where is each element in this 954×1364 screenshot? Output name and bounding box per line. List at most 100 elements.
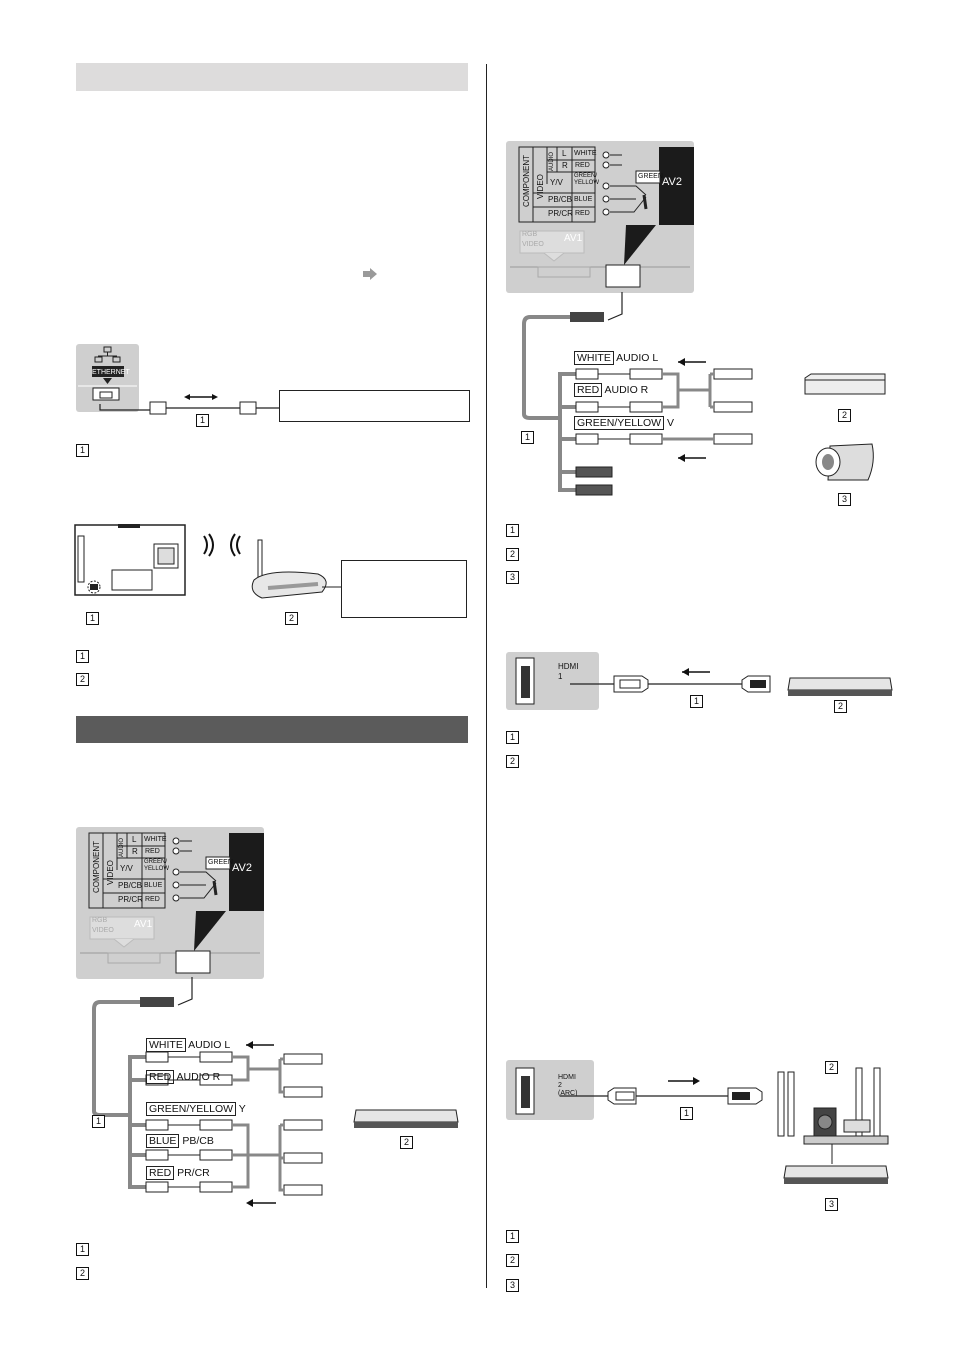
video-small-label-r: VIDEO bbox=[522, 241, 544, 248]
tag-white-audio-l-left: WHITE AUDIO L bbox=[146, 1038, 231, 1052]
red-box: RED bbox=[146, 1070, 175, 1084]
green-label: GREEN bbox=[208, 859, 233, 866]
red-box-r: RED bbox=[574, 383, 603, 397]
row-yv-r: Y/V bbox=[550, 178, 563, 187]
video-label-r: VIDEO bbox=[536, 174, 545, 199]
dvd-recorder-left bbox=[353, 1109, 459, 1128]
router-destination-box bbox=[341, 560, 467, 618]
hdmi1-cable-number: 1 bbox=[690, 695, 703, 708]
white-box: WHITE bbox=[146, 1038, 186, 1052]
av1-label: AV1 bbox=[134, 919, 153, 930]
color-red: RED bbox=[145, 848, 160, 855]
row-pr: PR/CR bbox=[118, 895, 143, 904]
tag-green-yellow-y: GREEN/YELLOW Y bbox=[146, 1102, 246, 1116]
wifi-tv-number: 1 bbox=[86, 612, 99, 625]
section-header-network bbox=[76, 63, 468, 91]
lan-port-panel: ETHERNET bbox=[76, 344, 139, 412]
color-red-r: RED bbox=[575, 162, 590, 169]
arrow-right-icon bbox=[363, 268, 377, 280]
row-r: R bbox=[132, 847, 138, 856]
pb-label: PB/CB bbox=[179, 1135, 214, 1147]
av-left-legend-1: 1 bbox=[76, 1243, 89, 1256]
set-top-box bbox=[804, 373, 886, 395]
audio-l: AUDIO L bbox=[185, 1039, 231, 1051]
hdmi2-label: HDMI 2 (ARC) bbox=[558, 1074, 578, 1097]
wifi-legend-1: 1 bbox=[76, 650, 89, 663]
row-yv: Y/V bbox=[120, 864, 133, 873]
av-cable-right bbox=[522, 292, 753, 496]
tag-red-pr: RED PR/CR bbox=[146, 1166, 210, 1180]
video-label: VIDEO bbox=[106, 860, 115, 885]
hdmi2-legend-3: 3 bbox=[506, 1279, 519, 1292]
av-cable-left bbox=[92, 977, 323, 1207]
wifi-router-number: 2 bbox=[285, 612, 298, 625]
av-left-device-number: 2 bbox=[400, 1136, 413, 1149]
av-right-dev3-number: 3 bbox=[838, 493, 851, 506]
color-red-2: RED bbox=[145, 896, 160, 903]
row-pb-r: PB/CB bbox=[548, 195, 573, 204]
hdmi1-cable bbox=[570, 668, 771, 693]
av-right-legend-2: 2 bbox=[506, 548, 519, 561]
hdmi2-theater-number: 2 bbox=[825, 1061, 838, 1074]
section-header-av bbox=[76, 716, 468, 743]
wifi-legend-2: 2 bbox=[76, 673, 89, 686]
av-right-legend-3: 3 bbox=[506, 571, 519, 584]
audio-label: AUDIO bbox=[119, 837, 125, 857]
color-white-r: WHITE bbox=[574, 150, 597, 157]
bd-recorder-1 bbox=[787, 677, 893, 696]
pr-label: PR/CR bbox=[174, 1167, 210, 1179]
row-r-r: R bbox=[562, 161, 568, 170]
audio-r: AUDIO R bbox=[174, 1071, 221, 1083]
rgb-label-r: RGB bbox=[522, 231, 538, 238]
color-green-yellow: GREEN/ YELLOW bbox=[144, 859, 170, 872]
av-right-cable-number: 1 bbox=[521, 431, 534, 444]
tag-red-audio-r-left: RED AUDIO R bbox=[146, 1070, 221, 1084]
av2-label: AV2 bbox=[232, 862, 252, 874]
white-box-r: WHITE bbox=[574, 351, 614, 365]
tv-rear-view bbox=[74, 524, 186, 596]
tag-green-yellow-v: GREEN/YELLOW V bbox=[574, 416, 674, 430]
av-terminal-panel-right: COMPONENT VIDEO AUDIO L R Y/V PB/CB PR/C… bbox=[506, 141, 694, 293]
av2-label-r: AV2 bbox=[662, 176, 682, 188]
rgb-label: RGB bbox=[92, 917, 108, 924]
av-right-dev2-number: 2 bbox=[838, 409, 851, 422]
row-pr-r: PR/CR bbox=[548, 209, 573, 218]
tag-white-audio-l-right: WHITE AUDIO L bbox=[574, 351, 659, 365]
hdmi1-label: HDMI 1 bbox=[558, 662, 579, 681]
wireless-router bbox=[251, 539, 342, 599]
wireless-signal-icon bbox=[203, 533, 241, 557]
hdmi1-legend-1: 1 bbox=[506, 731, 519, 744]
row-l-r: L bbox=[562, 149, 567, 158]
hdmi2-legend-2: 2 bbox=[506, 1254, 519, 1267]
audio-label-r: AUDIO bbox=[549, 151, 555, 171]
hdmi2-port-panel: HDMI 2 (ARC) bbox=[506, 1060, 594, 1120]
component-label: COMPONENT bbox=[92, 841, 101, 893]
ethernet-label: ETHERNET bbox=[92, 369, 130, 376]
bd-player-3 bbox=[783, 1165, 889, 1184]
component-label-r: COMPONENT bbox=[522, 155, 531, 207]
red-box-2: RED bbox=[146, 1166, 175, 1180]
camcorder bbox=[815, 443, 874, 481]
color-blue-r: BLUE bbox=[574, 196, 593, 203]
hdmi1-port-panel: HDMI 1 bbox=[506, 652, 599, 710]
lan-cable bbox=[99, 394, 280, 415]
green-yellow-box-r: GREEN/YELLOW bbox=[574, 416, 665, 430]
color-blue: BLUE bbox=[144, 882, 163, 889]
hdmi1-device-number: 2 bbox=[834, 700, 847, 713]
hdmi1-legend-2: 2 bbox=[506, 755, 519, 768]
network-icon bbox=[78, 346, 137, 401]
lan-cable-number: 1 bbox=[196, 414, 209, 427]
hdmi2-cable-number: 1 bbox=[680, 1107, 693, 1120]
av-terminal-panel-left: COMPONENT VIDEO AUDIO L R Y/V PB/CB PR/C… bbox=[76, 827, 264, 979]
av-left-legend-2: 2 bbox=[76, 1267, 89, 1280]
y-label: Y bbox=[236, 1103, 246, 1115]
av1-label-r: AV1 bbox=[564, 233, 583, 244]
blue-box: BLUE bbox=[146, 1134, 180, 1148]
lan-destination-box bbox=[279, 390, 470, 422]
audio-r-r: AUDIO R bbox=[602, 384, 649, 396]
audio-l-r: AUDIO L bbox=[613, 352, 659, 364]
green-yellow-box: GREEN/YELLOW bbox=[146, 1102, 237, 1116]
color-white: WHITE bbox=[144, 836, 167, 843]
row-l: L bbox=[132, 835, 137, 844]
green-label-r: GREEN bbox=[638, 173, 663, 180]
